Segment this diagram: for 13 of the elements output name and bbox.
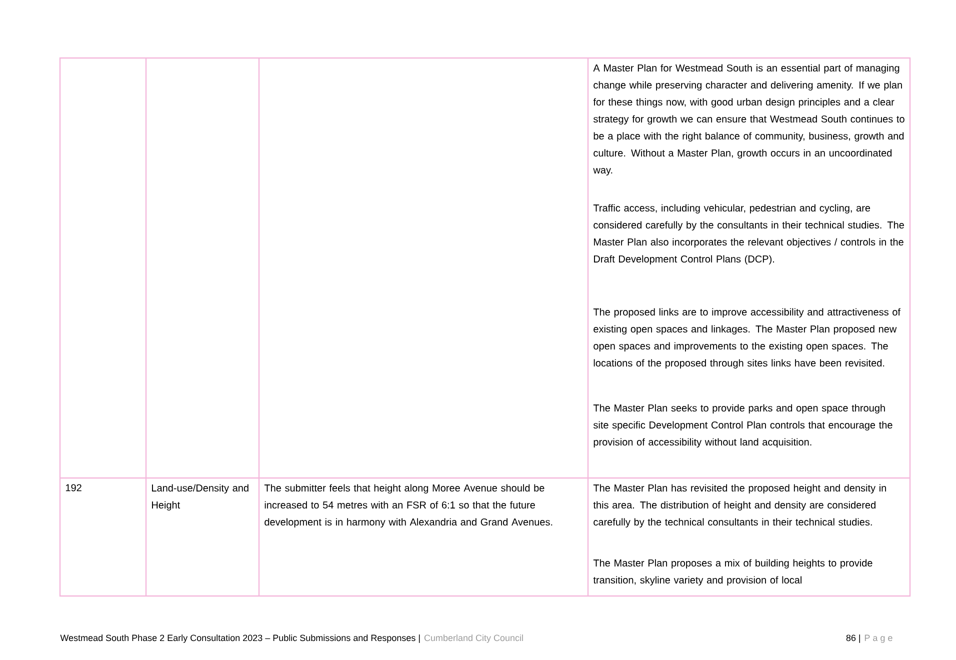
table-cell: 192 bbox=[66, 484, 82, 492]
footer-text: Cumberland City Council bbox=[424, 634, 523, 643]
response-paragraph: Traffic access, including vehicular, pedestrian and cycling, are considered carefully by the consultants in their technical studies. The Master Plan also incorporates the relevant objectives / controls in the Draft Development Control Plans (DCP). bbox=[593, 204, 904, 264]
footer-text: P a g e bbox=[864, 634, 892, 643]
table-cell: The submitter feels that height along Moree Avenue should be increased to 54 metres with an FSR of 6:1 so that the future development is in harmony with Alexandria and Grand Avenues. bbox=[264, 484, 552, 528]
response-paragraph: The Master Plan seeks to provide parks and open space through site specific Development Control Plan controls that encourage the provision of accessibility without land acquisition. bbox=[593, 404, 892, 448]
table-cell: The Master Plan has revisited the proposed height and density in this area. The distribution of height and density are considered carefully by the technical consultants in their technical studies. bbox=[593, 484, 886, 528]
response-paragraph: The proposed links are to improve accessibility and attractiveness of existing open spaces and linkages. The Master Plan proposed new open spaces and improvements to the existing open spaces. The locations of the proposed through sites links have been revisited. bbox=[593, 308, 901, 368]
footer-text: Westmead South Phase 2 Early Consultation 2023 – Public Submissions and Responses | bbox=[60, 634, 420, 643]
response-paragraph: A Master Plan for Westmead South is an essential part of managing change while preserving character and delivering amenity. If we plan for these things now, with good urban design principles and a clear strategy for growth we can ensure that Westmead South continues to be a place with the right balance of community, business, growth and culture. Without a Master Plan, growth occurs in an uncoordinated way. bbox=[593, 64, 904, 176]
table-cell: The Master Plan proposes a mix of building heights to provide transition, skyline variety and provision of local bbox=[593, 559, 872, 586]
page-number: 86 | bbox=[846, 634, 860, 643]
table-cell: Land-use/Density and Height bbox=[152, 484, 248, 510]
